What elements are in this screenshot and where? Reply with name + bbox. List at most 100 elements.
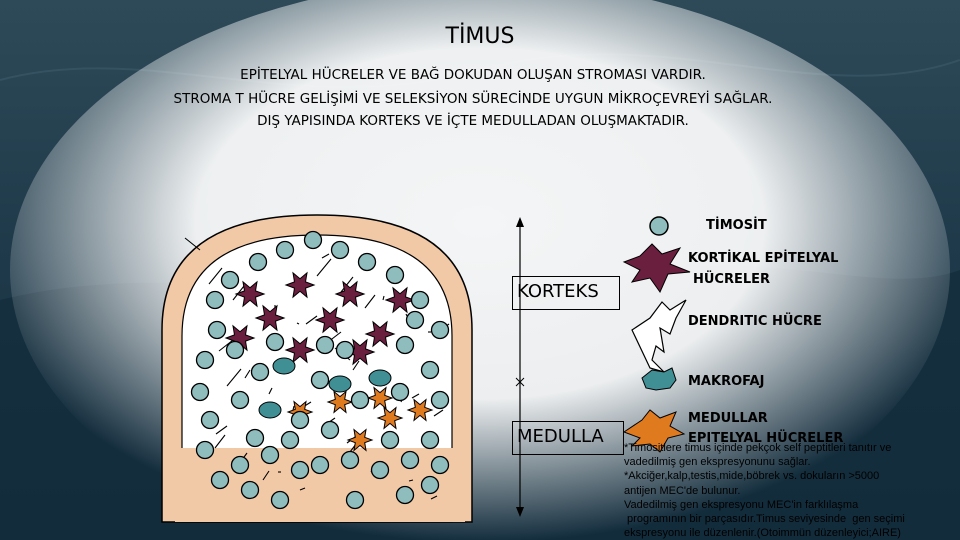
dendritic-process (382, 295, 385, 301)
legend-medullary-epithelial-label-1: MEDULLAR (688, 411, 768, 426)
thymocyte-cell (210, 470, 230, 490)
legend-thymocyte-icon (649, 216, 669, 236)
dendritic-process (215, 425, 228, 435)
thymocyte-cell (390, 382, 410, 402)
cortical-epithelial-cell (334, 280, 366, 308)
dendritic-process (214, 434, 226, 449)
dendritic-process (408, 479, 414, 482)
note-line: *Timositlere timus içinde pekçok self pe… (624, 442, 892, 454)
thymocyte-cell (290, 410, 310, 430)
thymocyte-cell (225, 340, 245, 360)
legend-medullary-epithelial-label-2: EPITELYAL HÜCRELER (688, 431, 844, 446)
dendritic-process (321, 253, 330, 259)
dendritic-process (244, 369, 251, 379)
thymocyte-cell (400, 450, 420, 470)
dendritic-process (316, 258, 332, 277)
thymocyte-cell (195, 440, 215, 460)
legend-cortical-epithelial-label-2: HÜCRELER (693, 272, 771, 287)
thymocyte-cell (330, 240, 350, 260)
thymocyte-cell (205, 290, 225, 310)
thymocyte-cell (290, 460, 310, 480)
medullary-epithelial-cell (326, 390, 354, 414)
thymocyte-cell (370, 460, 390, 480)
thymocyte-cell (315, 335, 335, 355)
thymocyte-cell (430, 390, 450, 410)
note-line: Vadedilmiş gen ekspresyonu MEC'in farklı… (624, 498, 859, 511)
dendritic-process (268, 387, 273, 395)
thymocyte-cell (310, 455, 330, 475)
description-line-1: EPİTELYAL HÜCRELER VE BAĞ DOKUDAN OLUŞAN… (240, 67, 706, 83)
dendritic-process (208, 267, 223, 285)
medulla-label: MEDULLA (512, 421, 624, 455)
dendritic-process (184, 237, 201, 251)
dendritic-process (364, 294, 376, 309)
dendritic-process (433, 409, 444, 417)
thymocyte-cell (240, 480, 260, 500)
dendritic-process (218, 339, 234, 352)
cortical-epithelial-cell (224, 324, 256, 352)
thymocyte-cell (335, 340, 355, 360)
legend-macrophage-icon (641, 367, 677, 391)
dendritic-process (292, 405, 295, 411)
legend-cortical-epithelial-icon (622, 243, 691, 294)
dendritic-process (411, 393, 420, 399)
macrophage-cell (258, 401, 282, 419)
thymocyte-cell (220, 270, 240, 290)
thymocyte-cell (250, 362, 270, 382)
dendritic-process (296, 322, 300, 325)
cortical-epithelial-cell (234, 280, 266, 308)
thymocyte-cell (430, 455, 450, 475)
legend-thymocyte-label: TİMOSİT (706, 218, 767, 233)
note-line: ekspresyonu ile düzenlenir.(Otoimmün düz… (624, 527, 901, 540)
thymocyte-cell (207, 320, 227, 340)
macrophage-cell (368, 369, 392, 387)
page-title: TİMUS (445, 24, 515, 49)
dendritic-process (352, 360, 360, 371)
dendritic-process (305, 315, 318, 325)
medullary-epithelial-cell (376, 406, 404, 430)
note-line: vadedilmiş gen ekspresyonunu sağlar. (624, 456, 811, 469)
thymocyte-cell (430, 320, 450, 340)
legend-macrophage-label: MAKROFAJ (688, 374, 765, 389)
note-line: antijen MEC'de bulunur. (624, 484, 741, 497)
cortical-epithelial-cell (284, 336, 316, 364)
thymocyte-cell (310, 370, 330, 390)
medullary-epithelial-cell (346, 428, 374, 452)
thymocyte-cell (303, 230, 323, 250)
thymocyte-cell (260, 445, 280, 465)
thymocyte-cell (395, 485, 415, 505)
thymocyte-cell (345, 490, 365, 510)
legend-dendritic-icon (631, 299, 687, 374)
thymocyte-cell (190, 382, 210, 402)
thymocyte-cell (248, 252, 268, 272)
legend-dendritic-label: DENDRITIC HÜCRE (688, 314, 822, 329)
thymocyte-cell (280, 430, 300, 450)
macrophage-cell (328, 375, 352, 393)
axis-arrow-top (516, 217, 524, 227)
note-line: programının bir parçasıdır.Timus seviyes… (624, 513, 905, 526)
dendritic-process (226, 368, 242, 387)
medullary-epithelial-cell (406, 398, 434, 422)
thymocyte-cell (405, 310, 425, 330)
cortical-epithelial-cell (364, 320, 396, 348)
thymocyte-cell (320, 420, 340, 440)
thymocyte-cell (230, 455, 250, 475)
thymocyte-cell (380, 430, 400, 450)
thymocyte-cell (357, 252, 377, 272)
description-line-2: STROMA T HÜCRE GELİŞİMİ VE SELEKSİYON SÜ… (173, 91, 773, 107)
thymocyte-cell (420, 475, 440, 495)
cortical-epithelial-cell (254, 304, 286, 332)
dendritic-process (340, 276, 354, 293)
thymocyte-cell (245, 428, 265, 448)
cortical-epithelial-cell (314, 306, 346, 334)
note-line: *Akciğer,kalp,testis,mide,böbrek vs. dok… (624, 470, 880, 483)
thymocyte-cell (340, 450, 360, 470)
thymocyte-cell (230, 390, 250, 410)
thymocyte-cell (265, 332, 285, 352)
thymocyte-cell (410, 290, 430, 310)
cortical-epithelial-cell (384, 286, 416, 314)
thymocyte-cell (420, 360, 440, 380)
dendritic-process (299, 487, 306, 491)
cortical-epithelial-cell (284, 271, 316, 299)
